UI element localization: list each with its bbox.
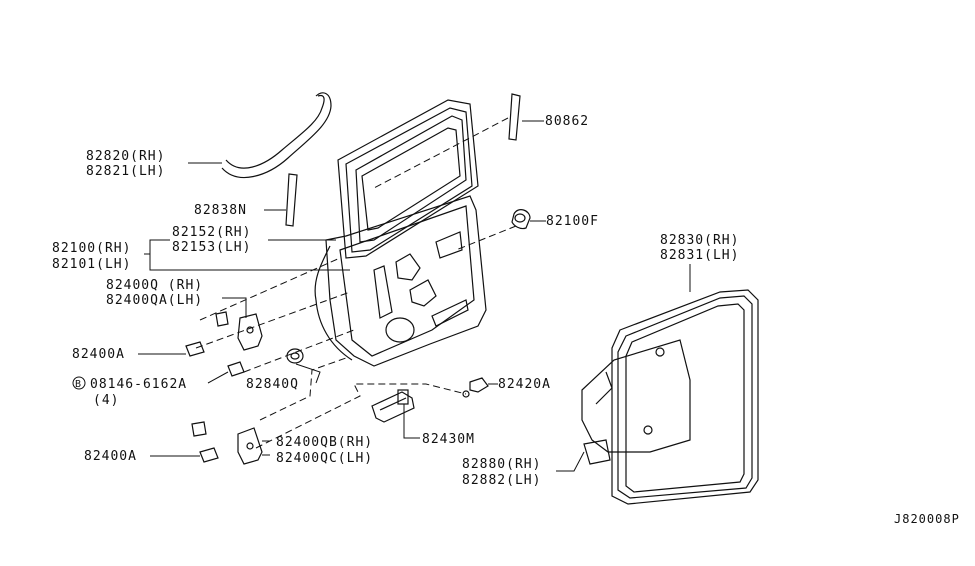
door-frame-drawing [314,99,487,367]
label-seal-rh: 82830(RH) [660,233,739,248]
label-hose-rh: 82820(RH) [86,149,165,164]
label-stopper-82430m: 82430M [422,432,475,447]
label-weatherstrip-82838n: 82838N [194,203,247,218]
label-strip-80862: 80862 [545,114,589,129]
label-screen-rh: 82880(RH) [462,457,541,472]
label-hinge-q-rh: 82400Q (RH) [106,278,203,293]
label-grommet-82840q: 82840Q [246,377,299,392]
label-hinge-upper-rh: 82152(RH) [172,225,251,240]
label-plug-82100f: 82100F [546,214,599,229]
strip-80862-drawing [508,93,521,141]
label-hinge-qb-rh: 82400QB(RH) [276,435,373,450]
label-hose-lh: 82821(LH) [86,164,165,179]
door-stopper-drawing [371,389,415,423]
check-link-82420a-drawing [462,377,489,398]
grommet-82840q-drawing [286,348,304,364]
label-check-link-82420a: 82420A [498,377,551,392]
bolt-circle-icon [72,376,86,390]
plug-82100f-drawing [511,209,531,230]
label-seal-lh: 82831(LH) [660,248,739,263]
door-screen-drawing [581,339,691,465]
label-bolt-number: 08146-6162A [90,377,187,392]
lower-hinge-drawing [191,421,263,465]
label-screen-lh: 82882(LH) [462,473,541,488]
door-hose-drawing [221,92,332,179]
label-bolt-82400a-lower: 82400A [84,449,137,464]
label-bolt-qty: (4) [93,393,119,408]
label-bolt-82400a-upper: 82400A [72,347,125,362]
diagram-code: J820008P [894,512,960,526]
leader-lines [138,120,691,472]
weatherstrip-82838n-drawing [285,173,298,227]
label-bolt-circle: B [75,379,81,390]
label-door-lh: 82101(LH) [52,257,131,272]
dashed-guide-lines [195,117,517,449]
label-door-rh: 82100(RH) [52,241,131,256]
upper-hinge-drawing [185,311,263,377]
label-hinge-qc-lh: 82400QC(LH) [276,451,373,466]
door-seal-drawing [611,289,759,505]
label-hinge-upper-lh: 82153(LH) [172,240,251,255]
label-hinge-qa-lh: 82400QA(LH) [106,293,203,308]
